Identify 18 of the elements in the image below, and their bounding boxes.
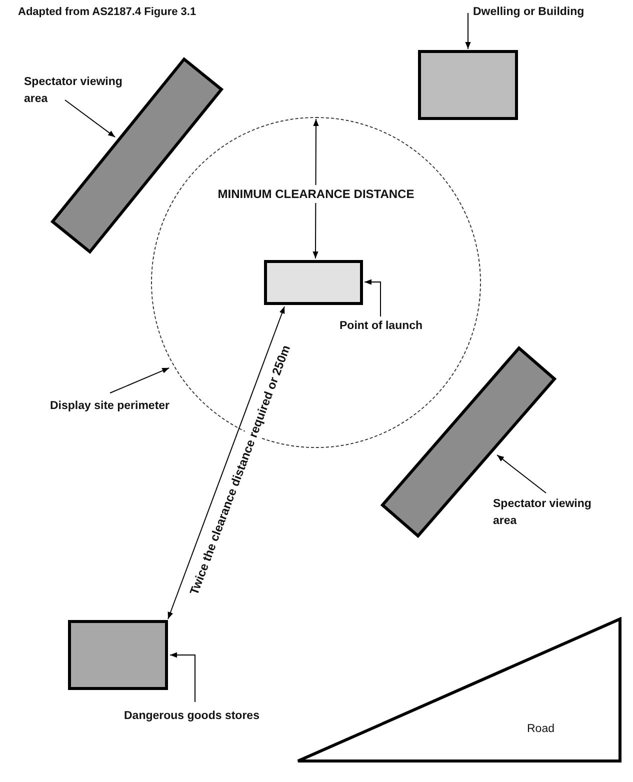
- leader-line: [170, 652, 196, 702]
- leader-line: [64, 100, 116, 138]
- title: Adapted from AS2187.4 Figure 3.1: [18, 5, 196, 20]
- road-label: Road: [527, 722, 554, 737]
- leader-line: [364, 279, 381, 317]
- arrow: [168, 306, 285, 620]
- perimeter-label: Display site perimeter: [50, 398, 170, 416]
- area-label: Spectator viewing area: [24, 74, 134, 108]
- building-block: [418, 50, 518, 120]
- area-label: Spectator viewing area: [493, 496, 603, 530]
- launch-block: [264, 260, 362, 304]
- storage-block: [68, 620, 168, 690]
- launch-label: Point of launch: [340, 318, 423, 335]
- building-label: Dwelling or Building: [473, 4, 584, 22]
- leader-line: [496, 454, 546, 494]
- storage-label: Dangerous goods stores: [124, 708, 260, 726]
- leader-line: [110, 367, 170, 394]
- leader-line: [465, 12, 471, 50]
